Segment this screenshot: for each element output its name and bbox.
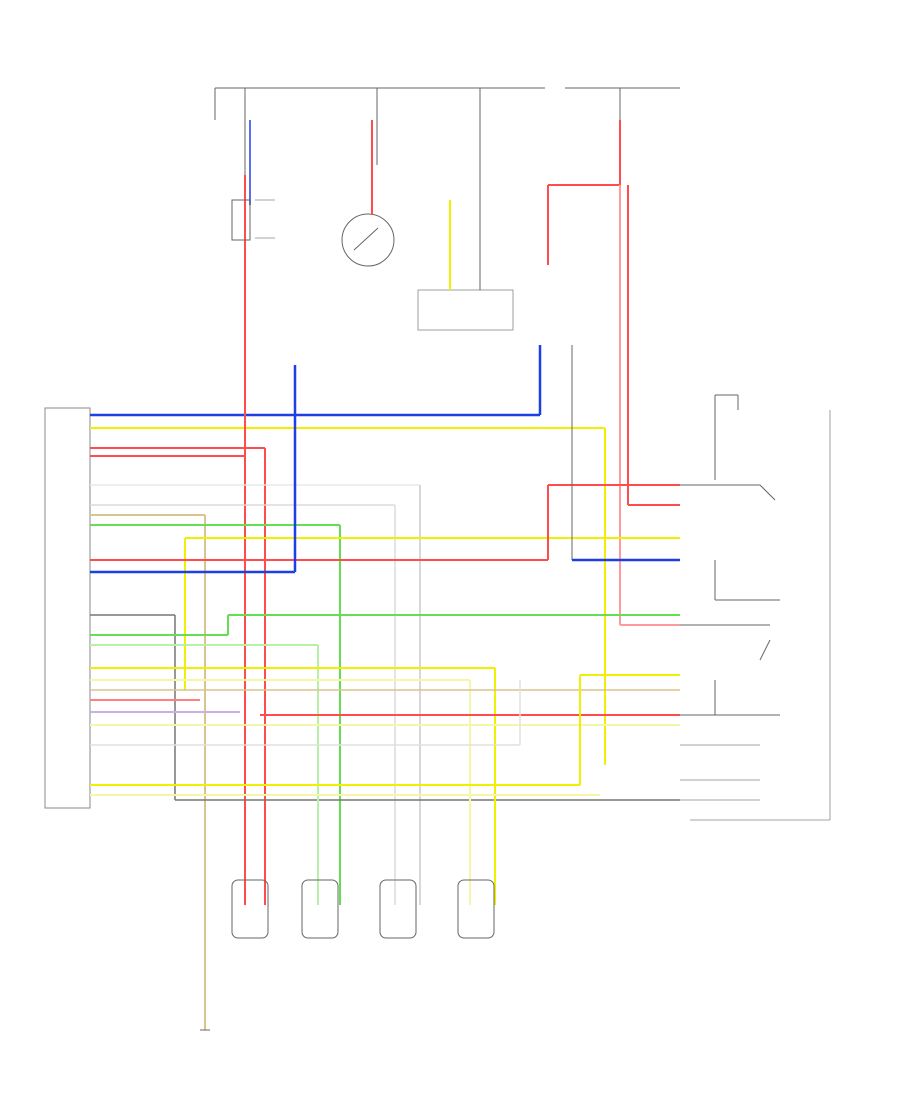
fuse-drops (244, 88, 621, 175)
ecu-pin-wires (90, 270, 680, 1010)
wheel-sensor-right-front (301, 879, 339, 939)
top-power-bus (214, 87, 680, 120)
wheel-sensor-left-front (231, 879, 269, 939)
pump-motor (341, 120, 395, 267)
ground-point (200, 1010, 210, 1031)
switch-assembly (680, 394, 831, 821)
wheel-sensor-right-rear (457, 879, 495, 939)
abs-control-unit (44, 407, 91, 809)
relay-box (417, 160, 514, 331)
right-red-wires (547, 120, 680, 626)
fuse1-wires (231, 120, 275, 270)
wheel-sensor-left-rear (379, 879, 417, 939)
wheel-sensors (231, 879, 495, 939)
